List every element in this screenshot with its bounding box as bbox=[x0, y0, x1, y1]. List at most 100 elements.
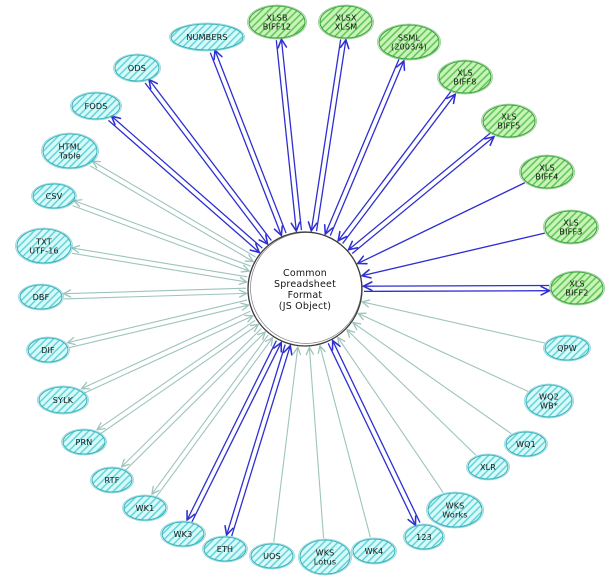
node-wk1: WK1 bbox=[122, 494, 168, 522]
node-ellipse bbox=[505, 431, 547, 457]
node-outline-sketch bbox=[160, 520, 206, 548]
edge-dbf bbox=[64, 287, 246, 300]
edge-wk4 bbox=[320, 346, 371, 538]
node-outline-sketch bbox=[247, 4, 307, 40]
edge-wk1 bbox=[152, 334, 272, 498]
node-outline-sketch bbox=[466, 453, 510, 481]
node-ellipse bbox=[250, 543, 294, 569]
edge-xls-biff2 bbox=[364, 286, 549, 292]
node-ellipse bbox=[404, 524, 444, 550]
edge-ssml bbox=[325, 59, 403, 236]
node-outline-sketch bbox=[18, 283, 64, 311]
node-label: DBF bbox=[33, 293, 50, 302]
node-outline-sketch bbox=[504, 430, 548, 458]
node-sylk: SYLK bbox=[37, 385, 89, 415]
node-outline-sketch bbox=[426, 491, 484, 529]
node-ellipse bbox=[114, 54, 160, 82]
node-outline-sketch bbox=[519, 154, 575, 190]
edge-fods bbox=[107, 116, 263, 252]
node-numbers: NUMBERS bbox=[169, 22, 245, 52]
node-wk4: WK4 bbox=[351, 537, 397, 565]
node-ellipse bbox=[319, 5, 373, 39]
edge-xls-biff8 bbox=[338, 91, 454, 244]
node-ellipse bbox=[544, 210, 598, 244]
node-ellipse bbox=[161, 521, 205, 547]
node-ellipse bbox=[203, 536, 247, 562]
node-outline-sketch bbox=[298, 538, 352, 576]
node-rtf: RTF bbox=[90, 466, 134, 494]
edge-wq1 bbox=[353, 323, 512, 435]
node-outline-sketch bbox=[318, 4, 374, 40]
node-xlr: XLR bbox=[466, 453, 510, 481]
node-ellipse bbox=[378, 24, 440, 60]
edge-xls-biff3 bbox=[362, 232, 545, 275]
node-outline-sketch bbox=[70, 91, 122, 121]
node-outline-sketch bbox=[169, 22, 245, 52]
edge-txt bbox=[72, 248, 248, 282]
edge-wk3 bbox=[187, 340, 281, 523]
node-label: WK1 bbox=[136, 504, 155, 513]
edge-eth bbox=[227, 345, 290, 536]
center-circle bbox=[247, 231, 363, 347]
node-outline-sketch bbox=[122, 494, 168, 522]
edge-numbers bbox=[209, 51, 287, 235]
node-ellipse bbox=[16, 228, 72, 264]
node-label: WK3 bbox=[174, 530, 193, 539]
node-outline-sketch bbox=[437, 59, 493, 95]
node-label: WK4 bbox=[365, 547, 384, 556]
node-outline-sketch bbox=[249, 542, 295, 570]
node-label: PRN bbox=[76, 438, 93, 447]
node-outline-sketch bbox=[26, 336, 70, 364]
node-ssml: SSML(2003/4) bbox=[377, 23, 441, 61]
node-ellipse bbox=[27, 337, 69, 363]
node-outline-sketch bbox=[113, 53, 161, 83]
edge-csv bbox=[72, 201, 251, 271]
edge-wks-works bbox=[338, 338, 444, 494]
edge-prn bbox=[98, 319, 258, 435]
node-label: UOS bbox=[263, 552, 281, 561]
node-label: SYLK bbox=[53, 396, 74, 405]
node-qpw: QPW bbox=[543, 334, 591, 362]
node-wq1: WQ1 bbox=[504, 430, 548, 458]
edge-n123 bbox=[327, 341, 421, 525]
edges bbox=[64, 40, 549, 543]
node-label: ODS bbox=[128, 64, 146, 73]
node-label: CSV bbox=[46, 192, 63, 201]
edge-sylk bbox=[82, 310, 252, 394]
node-label: NUMBERS bbox=[186, 33, 227, 42]
node-ellipse bbox=[520, 155, 574, 189]
node-ellipse bbox=[123, 495, 167, 521]
node-ellipse bbox=[544, 335, 590, 361]
edge-xls-biff4 bbox=[358, 182, 526, 264]
node-label: QPW bbox=[557, 344, 577, 353]
node-outline-sketch bbox=[90, 466, 134, 494]
edge-ods bbox=[144, 80, 272, 244]
edge-dif bbox=[68, 299, 248, 349]
edge-uos bbox=[273, 348, 298, 543]
node-n123: 123 bbox=[403, 523, 445, 551]
node-outline-sketch bbox=[31, 182, 77, 210]
node-outline-sketch bbox=[15, 227, 73, 265]
node-outline-sketch bbox=[202, 535, 248, 563]
